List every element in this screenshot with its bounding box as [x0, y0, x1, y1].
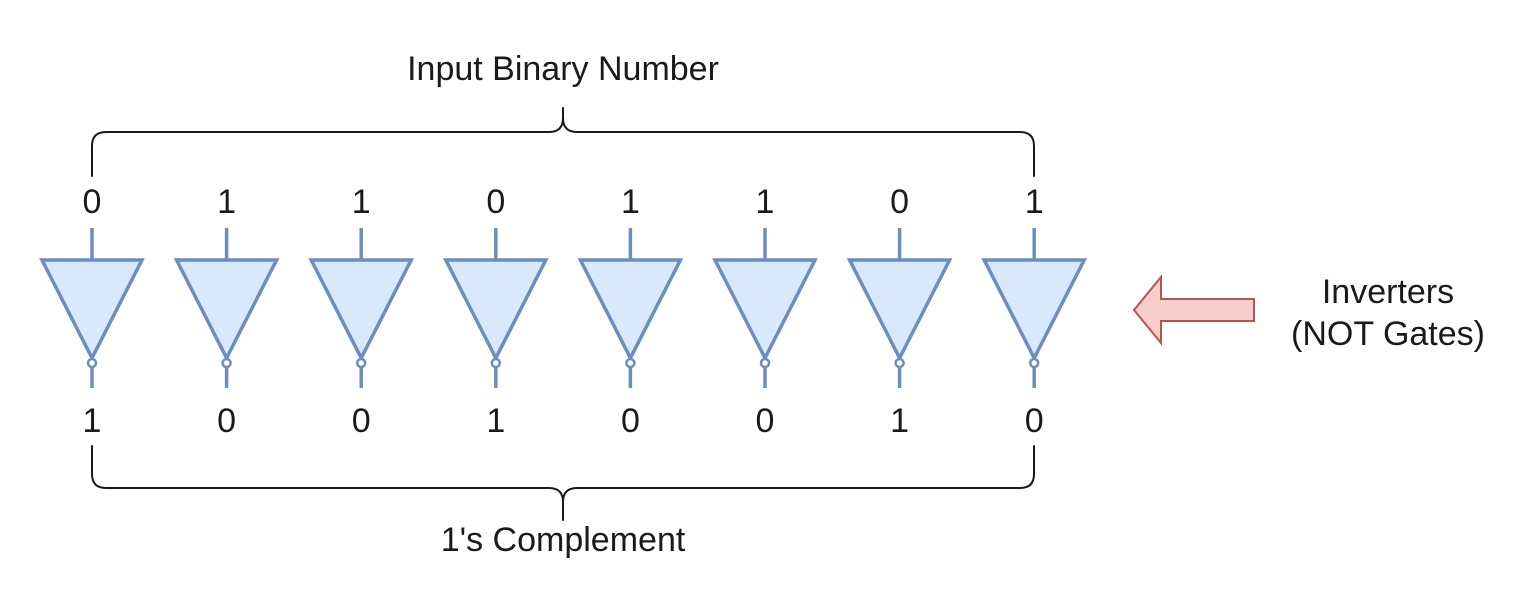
input-bit: 0 [890, 183, 909, 221]
gate-triangle [981, 258, 1088, 362]
inverters-label-line1: Inverters [1322, 273, 1454, 311]
output-bit: 0 [1025, 402, 1044, 440]
output-bit: 0 [756, 402, 775, 440]
left-arrow-icon [1132, 274, 1255, 346]
inverter-gates-group [39, 228, 1088, 388]
input-bit: 1 [352, 183, 371, 221]
input-bits-group: 0 1 1 0 1 1 0 1 [83, 183, 1044, 221]
not-gate-icon [308, 228, 415, 388]
gate-inversion-bubble [1028, 357, 1040, 369]
gate-inversion-bubble [221, 357, 232, 369]
gate-triangle [39, 258, 145, 362]
gate-triangle [577, 258, 684, 362]
input-bit: 1 [1025, 183, 1044, 221]
gate-triangle [846, 258, 953, 362]
output-bits-group: 1 0 0 1 0 0 1 0 [83, 402, 1044, 440]
gate-inversion-bubble [625, 357, 636, 369]
gate-inversion-bubble [759, 357, 771, 369]
not-gate-icon [712, 228, 818, 388]
gate-inversion-bubble [490, 357, 502, 369]
input-bit: 0 [486, 183, 505, 221]
ones-complement-label: 1's Complement [441, 521, 686, 559]
not-gate-icon [173, 228, 280, 388]
output-bit: 1 [486, 402, 505, 440]
output-bit: 1 [83, 402, 102, 440]
input-binary-number-label: Input Binary Number [407, 50, 719, 88]
gate-inversion-bubble [86, 357, 98, 369]
input-bit: 0 [83, 183, 102, 221]
gate-inversion-bubble [355, 357, 367, 369]
output-bit: 0 [621, 402, 640, 440]
inverters-label-line2: (NOT Gates) [1291, 315, 1485, 353]
input-bit: 1 [217, 183, 236, 221]
not-gate-icon [846, 228, 953, 388]
output-bit: 0 [217, 402, 236, 440]
output-bit: 0 [352, 402, 371, 440]
gate-inversion-bubble [894, 357, 905, 369]
input-bit: 1 [756, 183, 775, 221]
gate-triangle [442, 258, 549, 362]
gate-triangle [712, 258, 818, 362]
not-gate-icon [39, 228, 145, 388]
output-bit: 1 [890, 402, 909, 440]
gate-triangle [173, 258, 280, 362]
not-gate-icon [981, 228, 1088, 388]
output-brace [91, 445, 1035, 521]
not-gate-icon [442, 228, 549, 388]
gate-triangle [308, 258, 415, 362]
not-gate-icon [577, 228, 684, 388]
input-brace [91, 107, 1035, 177]
input-bit: 1 [621, 183, 640, 221]
